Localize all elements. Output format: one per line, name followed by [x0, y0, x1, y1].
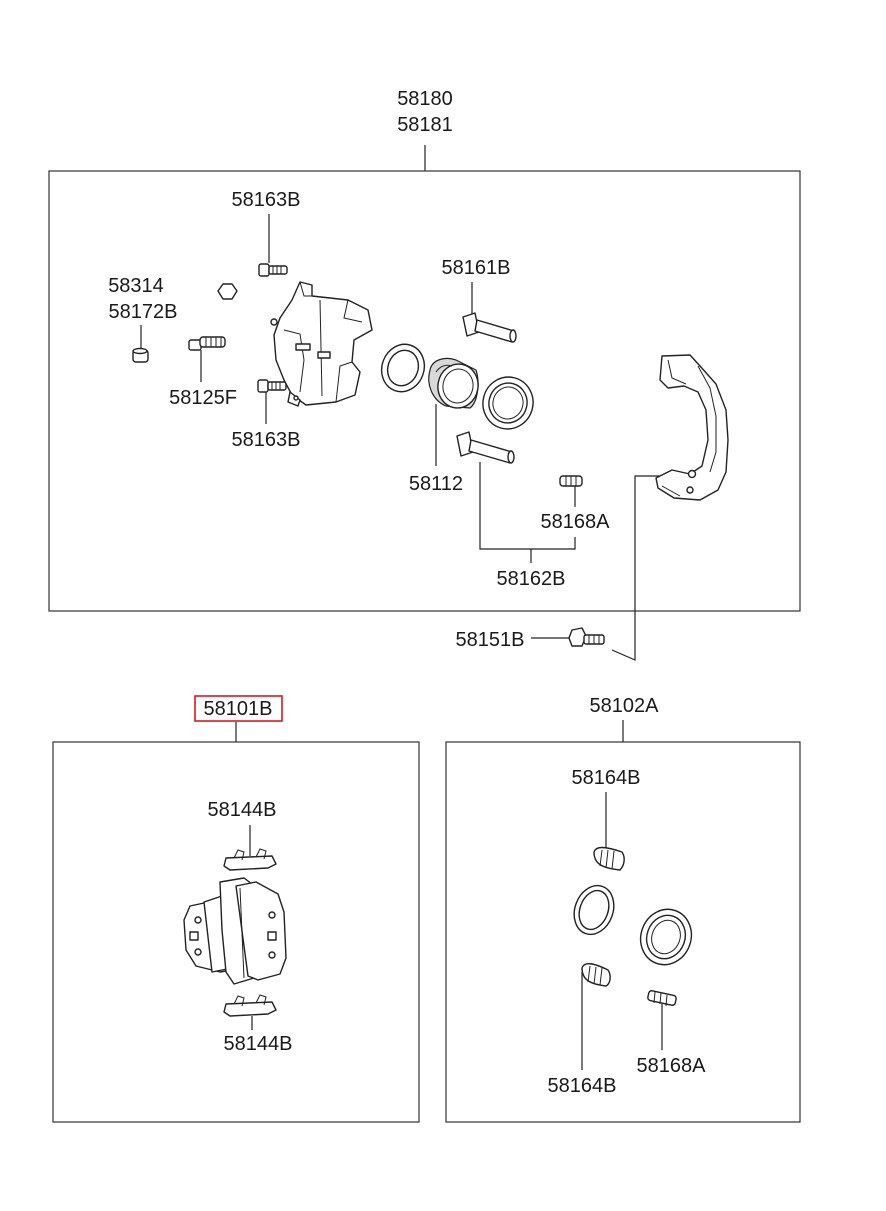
seal-kit-box [445, 741, 801, 1123]
caliper-assembly-label-1[interactable]: 58180 [397, 88, 453, 110]
mount-bolt-group: 58151B [456, 475, 660, 661]
bolt-top-icon [258, 263, 288, 277]
part-label-boot-top[interactable]: 58164B [572, 767, 641, 789]
clip-bottom-icon [223, 994, 277, 1017]
part-label-cap-2[interactable]: 58172B [109, 301, 178, 323]
part-label-clip-top[interactable]: 58144B [208, 799, 277, 821]
dust-cap-icon [132, 347, 149, 363]
piston-seal-ring-icon [380, 343, 426, 393]
small-boot-icon [559, 475, 583, 487]
mount-bolt-icon [568, 627, 605, 647]
leader-mount-bolt-to-bracket [611, 475, 660, 661]
part-label-guide-pin-bottom[interactable]: 58162B [497, 568, 566, 590]
brake-pads-icon [183, 877, 287, 985]
part-label-mount-bolt[interactable]: 58151B [456, 629, 525, 651]
leader-guide-pin-bottom [479, 462, 576, 550]
part-label-small-boot[interactable]: 58168A [541, 511, 611, 533]
part-label-cap-1[interactable]: 58314 [108, 275, 164, 297]
caliper-assembly-group: 58180 58181 58163B 58314 58172B [48, 88, 801, 612]
part-label-guide-pin-top[interactable]: 58161B [442, 257, 511, 279]
bolt-bottom-icon [257, 379, 287, 393]
caliper-assembly-label-2[interactable]: 58181 [397, 114, 453, 136]
dust-boot-ring-icon [639, 908, 693, 966]
boot-bottom-icon [581, 963, 611, 987]
bleeder-screw-icon [188, 336, 226, 351]
piston-boot-ring-icon [482, 376, 534, 430]
caliper-assembly-box [48, 170, 801, 612]
seal-ring-icon [573, 884, 615, 936]
part-label-bolt-top[interactable]: 58163B [232, 189, 301, 211]
boot-top-icon [593, 846, 625, 871]
pad-kit-group: 58101B 58144B 58144B [52, 695, 420, 1123]
part-label-boot-bottom[interactable]: 58164B [548, 1075, 617, 1097]
part-label-small-boot-seal-kit[interactable]: 58168A [637, 1055, 707, 1077]
seal-kit-group: 58102A 58164B 58164B [445, 695, 801, 1123]
part-label-piston[interactable]: 58112 [409, 473, 463, 495]
part-label-bleeder[interactable]: 58125F [169, 387, 237, 409]
hex-cap-icon [217, 283, 238, 300]
small-boot-seal-kit-icon [647, 990, 677, 1007]
caliper-bracket-icon [655, 354, 729, 501]
part-label-clip-bottom[interactable]: 58144B [224, 1033, 293, 1055]
guide-pin-bottom-icon [456, 431, 515, 464]
seal-kit-label[interactable]: 58102A [590, 695, 660, 717]
piston-icon [428, 357, 479, 409]
pad-kit-highlight-box [194, 695, 283, 722]
pad-kit-box [52, 741, 420, 1123]
guide-pin-top-icon [462, 312, 517, 343]
caliper-housing-icon [270, 281, 373, 407]
part-label-bolt-bottom[interactable]: 58163B [232, 429, 301, 451]
clip-top-icon [223, 848, 277, 871]
pad-kit-label[interactable]: 58101B [204, 698, 273, 720]
